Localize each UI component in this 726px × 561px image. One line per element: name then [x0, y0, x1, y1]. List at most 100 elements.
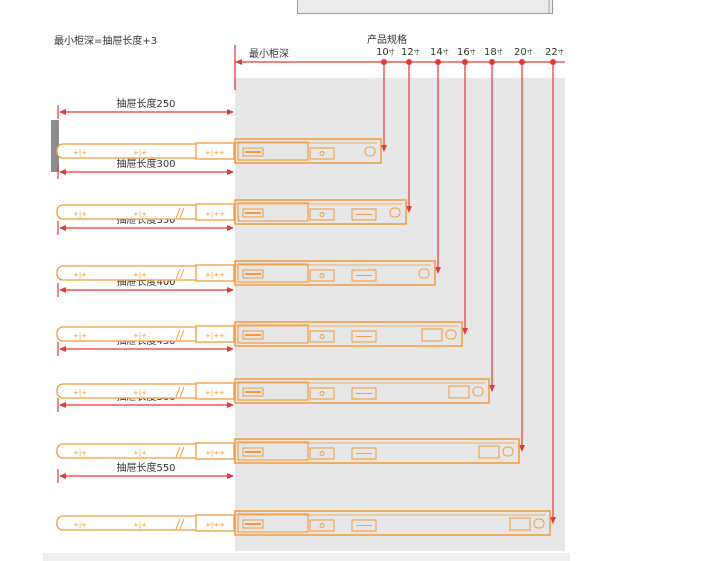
size-drop-arrowhead [550, 517, 556, 524]
break-mark [179, 386, 185, 398]
slide-lock [242, 147, 264, 157]
drawer-arrowhead-left [59, 402, 66, 408]
size-drop-arrowhead [406, 206, 412, 213]
drawer-arrowhead-left [59, 109, 66, 115]
size-unit: 寸 [557, 49, 564, 56]
member-hole-mark: +|+ [73, 449, 87, 457]
extended-member-bracket [195, 325, 235, 343]
slide-hole-dot [319, 523, 325, 528]
size-label: 18寸 [484, 47, 503, 59]
slide-hole [309, 147, 335, 160]
bottom-strip [43, 553, 570, 561]
formula-label: 最小柜深=抽屉长度+3 [54, 36, 158, 47]
member-hole-mark: +|++ [205, 332, 225, 340]
min-depth-arrowhead [235, 59, 242, 65]
size-label: 20寸 [514, 47, 533, 59]
size-unit: 寸 [442, 49, 449, 56]
size-number: 18 [484, 47, 497, 58]
member-hole-mark: +|+ [133, 449, 147, 457]
extended-member-bracket [195, 203, 235, 221]
slide-hole-dot [319, 391, 325, 396]
member-hole-mark: +|+ [73, 389, 87, 397]
slide-hole [309, 330, 335, 343]
cabinet-member [234, 321, 463, 347]
member-hole-mark: +|++ [205, 449, 225, 457]
slide-lock [242, 269, 264, 279]
drawer-arrowhead-right [227, 473, 234, 479]
cabinet-area [235, 78, 565, 551]
slide-inner-block [237, 202, 309, 222]
size-label: 16寸 [457, 47, 476, 59]
end-stopper [418, 268, 430, 279]
drawer-arrowhead-right [227, 287, 234, 293]
slide-hole [351, 519, 377, 532]
member-hole-mark: +|+ [133, 521, 147, 529]
break-mark [179, 268, 185, 280]
size-unit: 寸 [388, 49, 395, 56]
break-mark [175, 518, 181, 530]
drawer-length-label: 抽屉长度350 [116, 215, 176, 226]
break-mark [179, 329, 185, 341]
break-mark [179, 518, 185, 530]
cabinet-member [234, 378, 490, 404]
slide-hole [309, 387, 335, 400]
drawer-length-label: 抽屉长度400 [116, 277, 176, 288]
member-hole-mark: +|+ [73, 521, 87, 529]
cabinet-wall [51, 120, 59, 172]
extended-member-bracket [195, 442, 235, 460]
cabinet-member [234, 510, 551, 536]
break-mark [175, 329, 181, 341]
member-hole-mark: +|+ [133, 210, 147, 218]
slide-hole [351, 447, 377, 460]
slide-lock [242, 447, 264, 457]
size-unit: 寸 [413, 49, 420, 56]
member-hole-mark: +|++ [205, 210, 225, 218]
end-stopper [364, 146, 376, 157]
slide-hole [351, 330, 377, 343]
break-mark [179, 207, 185, 219]
break-mark [175, 268, 181, 280]
cabinet-member [234, 438, 520, 464]
cabinet-member [234, 199, 407, 225]
size-number: 10 [376, 47, 389, 58]
slide-hole [351, 208, 377, 221]
size-drop-arrowhead [381, 145, 387, 152]
end-bracket [421, 328, 443, 342]
break-mark [179, 446, 185, 458]
size-number: 14 [430, 47, 443, 58]
member-hole-mark: +|++ [205, 521, 225, 529]
break-mark [175, 207, 181, 219]
slide-hole [309, 447, 335, 460]
slide-inner-block [237, 441, 309, 461]
drawer-arrowhead-left [59, 225, 66, 231]
drawer-arrowhead-left [59, 346, 66, 352]
drawer-arrowhead-left [59, 287, 66, 293]
slide-inner-block [237, 324, 309, 344]
slide-hole [309, 208, 335, 221]
size-unit: 寸 [469, 49, 476, 56]
end-stopper [472, 386, 484, 397]
drawer-arrowhead-left [59, 169, 66, 175]
slide-inner-block [237, 513, 309, 533]
size-label: 22寸 [545, 47, 564, 59]
slide-inner-block [237, 381, 309, 401]
size-unit: 寸 [496, 49, 503, 56]
size-number: 16 [457, 47, 470, 58]
member-hole-mark: +|+ [133, 149, 147, 157]
drawer-length-label: 抽屉长度300 [116, 159, 176, 170]
drawer-arrowhead-left [59, 473, 66, 479]
slide-hole [351, 387, 377, 400]
slide-hole [309, 519, 335, 532]
member-hole-mark: +|++ [205, 389, 225, 397]
slide-inner-block [237, 141, 309, 161]
min-depth-label: 最小柜深 [249, 49, 289, 60]
member-hole-mark: +|+ [73, 332, 87, 340]
end-stopper [389, 207, 401, 218]
end-bracket [509, 517, 531, 531]
extended-member-bracket [195, 142, 235, 160]
slide-hole-dot [319, 151, 325, 156]
member-hole-mark: +|+ [133, 332, 147, 340]
size-number: 12 [401, 47, 414, 58]
slide-lock [242, 330, 264, 340]
